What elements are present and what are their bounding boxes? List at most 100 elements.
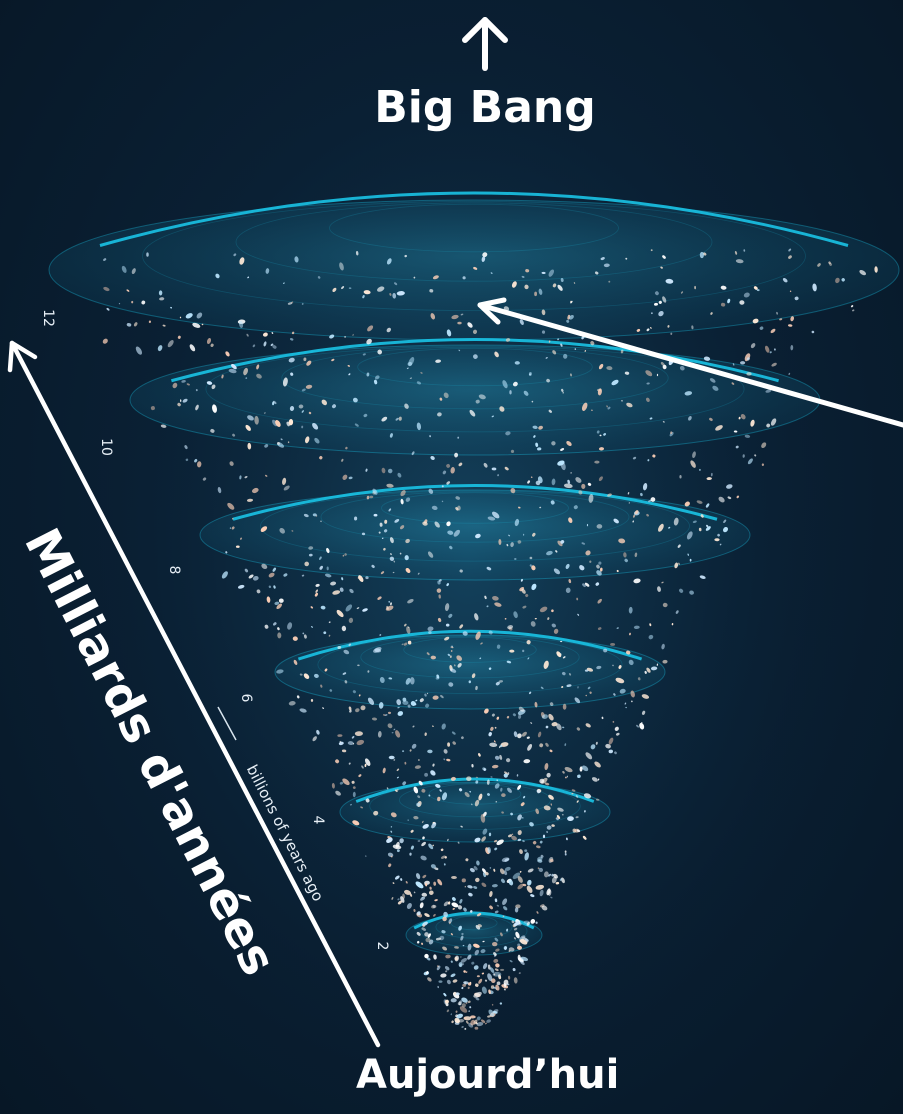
galaxy	[597, 388, 602, 396]
galaxy	[442, 946, 448, 951]
galaxy	[389, 537, 394, 544]
galaxy	[503, 988, 506, 991]
galaxy	[494, 783, 500, 789]
galaxy	[458, 962, 463, 968]
galaxy	[221, 571, 228, 579]
galaxy	[486, 605, 489, 608]
galaxy	[470, 1019, 476, 1026]
galaxy	[720, 285, 727, 290]
galaxy	[495, 963, 500, 968]
galaxy	[613, 518, 619, 524]
galaxy	[696, 500, 703, 504]
galaxy	[595, 582, 600, 586]
galaxy	[522, 533, 525, 536]
galaxy	[475, 780, 479, 784]
galaxy	[522, 605, 527, 609]
galaxy	[770, 328, 776, 334]
galaxy	[225, 551, 228, 554]
galaxy	[492, 595, 499, 601]
galaxy	[619, 688, 626, 694]
galaxy	[312, 422, 319, 430]
galaxy	[416, 940, 420, 944]
galaxy	[564, 853, 567, 856]
galaxy	[221, 374, 224, 379]
galaxy	[526, 885, 533, 893]
galaxy	[428, 488, 434, 494]
galaxy	[583, 810, 586, 813]
galaxy	[481, 882, 487, 887]
galaxy	[499, 754, 503, 760]
galaxy	[546, 772, 551, 778]
galaxy	[390, 602, 392, 606]
galaxy	[367, 697, 375, 706]
galaxy	[509, 390, 512, 395]
galaxy	[616, 569, 619, 573]
galaxy	[177, 402, 181, 407]
galaxy	[304, 561, 310, 567]
galaxy	[505, 431, 511, 436]
galaxy	[614, 726, 619, 731]
galaxy	[661, 581, 664, 584]
galaxy	[527, 480, 531, 484]
galaxy	[364, 763, 367, 768]
galaxy	[556, 815, 561, 819]
galaxy	[244, 476, 248, 479]
galaxy	[476, 1016, 481, 1021]
galaxy	[517, 945, 522, 950]
galaxy	[411, 451, 415, 456]
galaxy	[522, 649, 525, 653]
galaxy	[493, 958, 499, 963]
galaxy	[396, 768, 400, 772]
galaxy	[548, 409, 552, 413]
galaxy	[536, 845, 541, 849]
galaxy	[396, 699, 402, 706]
galaxy	[537, 731, 542, 738]
galaxy	[328, 634, 331, 637]
galaxy	[585, 752, 593, 760]
galaxy	[540, 686, 544, 690]
galaxy	[579, 565, 585, 571]
galaxy	[647, 459, 650, 462]
galaxy	[310, 698, 314, 702]
galaxy	[495, 948, 500, 952]
galaxy	[167, 340, 174, 348]
galaxy	[546, 825, 552, 830]
galaxy	[261, 563, 268, 569]
galaxy	[395, 730, 401, 738]
galaxy	[313, 673, 319, 678]
galaxy	[474, 837, 481, 843]
galaxy	[633, 625, 640, 630]
galaxy	[248, 574, 254, 579]
galaxy	[319, 565, 323, 570]
galaxy	[641, 721, 643, 724]
galaxy	[528, 691, 532, 695]
galaxy	[361, 532, 366, 536]
galaxy	[689, 558, 692, 562]
galaxy	[254, 415, 259, 425]
galaxy	[510, 812, 513, 816]
galaxy	[212, 404, 217, 413]
galaxy	[371, 564, 375, 568]
galaxy	[598, 447, 605, 451]
galaxy	[595, 741, 598, 745]
galaxy	[366, 338, 372, 345]
galaxy	[794, 296, 799, 301]
galaxy	[679, 365, 685, 371]
galaxy	[517, 883, 524, 890]
galaxy	[471, 803, 473, 806]
galaxy	[436, 588, 442, 593]
galaxy	[395, 841, 400, 848]
galaxy	[476, 913, 482, 917]
galaxy	[347, 364, 351, 367]
galaxy	[463, 970, 466, 973]
galaxy	[585, 550, 591, 556]
galaxy	[518, 506, 521, 509]
galaxy	[308, 546, 314, 550]
galaxy	[349, 803, 353, 806]
galaxy	[488, 989, 491, 994]
galaxy	[473, 886, 478, 889]
galaxy	[494, 968, 499, 971]
galaxy	[535, 921, 538, 924]
galaxy	[489, 742, 498, 747]
galaxy	[403, 623, 407, 627]
